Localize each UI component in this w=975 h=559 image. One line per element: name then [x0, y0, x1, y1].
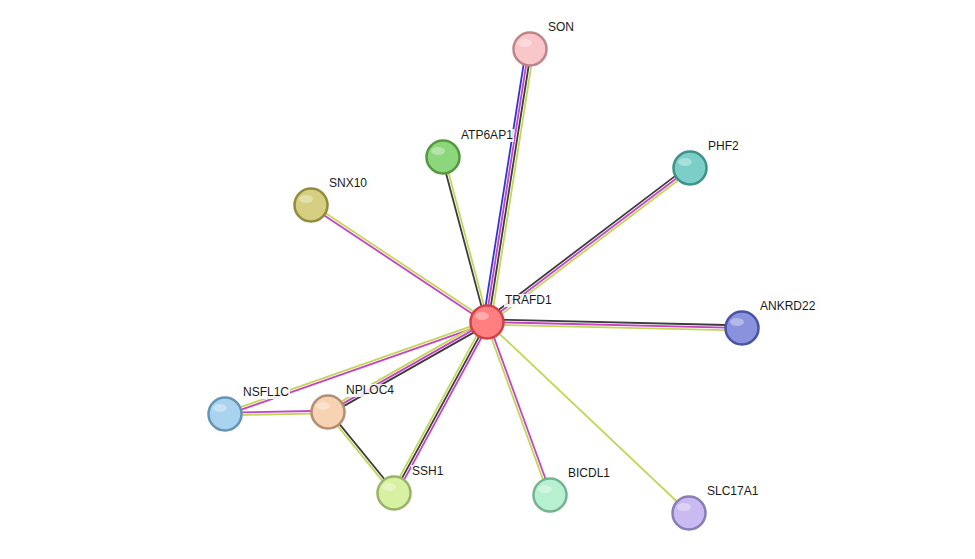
- evidence-strand: [499, 333, 678, 502]
- node-highlight: [677, 503, 691, 511]
- interaction-edge: [240, 326, 473, 410]
- evidence-strand: [241, 329, 473, 410]
- evidence-strand: [500, 178, 678, 313]
- evidence-strand: [486, 64, 524, 305]
- node-disc: [674, 152, 707, 185]
- node-label: SLC17A1: [706, 485, 759, 498]
- protein-node: NPLOC4: [310, 394, 346, 430]
- evidence-strand: [342, 330, 473, 404]
- evidence-strand: [324, 215, 473, 314]
- interaction-edge: [341, 328, 475, 407]
- node-label: NPLOC4: [345, 384, 395, 397]
- node-label: ANKRD22: [759, 300, 816, 313]
- evidence-strand: [402, 336, 480, 479]
- node-disc: [378, 477, 411, 510]
- node-circle: [469, 304, 505, 340]
- node-highlight: [475, 312, 489, 320]
- node-highlight: [382, 483, 396, 491]
- node-disc: [514, 33, 547, 66]
- node-label: TRAFD1: [504, 294, 553, 307]
- evidence-strand: [446, 173, 482, 307]
- node-highlight: [299, 195, 313, 203]
- evidence-strand: [241, 414, 312, 415]
- node-circle: [293, 187, 329, 223]
- protein-node: SSH1: [376, 475, 412, 511]
- evidence-strand: [488, 65, 526, 306]
- node-circle: [671, 495, 707, 531]
- evidence-strand: [240, 326, 472, 407]
- node-label: BICDL1: [567, 467, 611, 480]
- protein-node: BICDL1: [532, 477, 568, 513]
- protein-node: SNX10: [293, 187, 329, 223]
- protein-node: SON: [512, 31, 548, 67]
- evidence-strand: [343, 332, 474, 406]
- node-circle: [310, 394, 346, 430]
- evidence-strand: [498, 176, 676, 311]
- interaction-edge: [324, 213, 475, 314]
- node-highlight: [431, 147, 445, 155]
- evidence-strand: [399, 335, 477, 478]
- protein-node: ANKRD22: [724, 310, 760, 346]
- evidence-strand: [501, 180, 679, 315]
- protein-node: ATP6AP1: [425, 139, 461, 175]
- interaction-edge: [337, 424, 385, 482]
- node-label: ATP6AP1: [460, 129, 514, 142]
- node-disc: [534, 479, 567, 512]
- evidence-strand: [404, 337, 482, 480]
- node-label: PHF2: [707, 140, 740, 153]
- node-circle: [425, 139, 461, 175]
- node-disc: [312, 396, 345, 429]
- node-label: SNX10: [328, 177, 368, 190]
- node-disc: [471, 306, 504, 339]
- node-circle: [672, 150, 708, 186]
- interaction-edge: [486, 64, 532, 307]
- interaction-edge: [503, 320, 726, 330]
- node-circle: [376, 475, 412, 511]
- evidence-strand: [448, 172, 484, 306]
- node-circle: [512, 31, 548, 67]
- protein-node: NSFL1C: [207, 396, 243, 432]
- evidence-strand: [494, 337, 546, 480]
- node-highlight: [730, 318, 744, 326]
- interaction-edge: [498, 176, 679, 315]
- node-label: SSH1: [411, 465, 444, 478]
- evidence-strand: [491, 65, 529, 306]
- evidence-strand: [493, 65, 531, 306]
- node-highlight: [316, 402, 330, 410]
- node-disc: [209, 398, 242, 431]
- evidence-strand: [241, 411, 312, 412]
- node-highlight: [678, 158, 692, 166]
- node-highlight: [538, 485, 552, 493]
- node-disc: [295, 189, 328, 222]
- node-circle: [207, 396, 243, 432]
- interaction-edge: [499, 333, 678, 502]
- node-circle: [532, 477, 568, 513]
- interaction-edge: [241, 411, 312, 415]
- node-circle: [724, 310, 760, 346]
- node-highlight: [213, 404, 227, 412]
- node-disc: [673, 497, 706, 530]
- node-disc: [427, 141, 460, 174]
- evidence-strand: [339, 424, 385, 480]
- protein-node: PHF2: [672, 150, 708, 186]
- node-disc: [726, 312, 759, 345]
- node-highlight: [518, 39, 532, 47]
- interaction-edge: [399, 335, 481, 480]
- evidence-strand: [325, 213, 474, 312]
- evidence-strand: [491, 337, 543, 480]
- node-label: SON: [547, 21, 575, 34]
- evidence-strand: [337, 425, 383, 481]
- interaction-edge: [446, 172, 484, 307]
- protein-node: SLC17A1: [671, 495, 707, 531]
- interaction-edge: [491, 337, 545, 481]
- evidence-strand: [503, 325, 726, 330]
- node-label: NSFL1C: [242, 386, 290, 399]
- protein-node: TRAFD1: [469, 304, 505, 340]
